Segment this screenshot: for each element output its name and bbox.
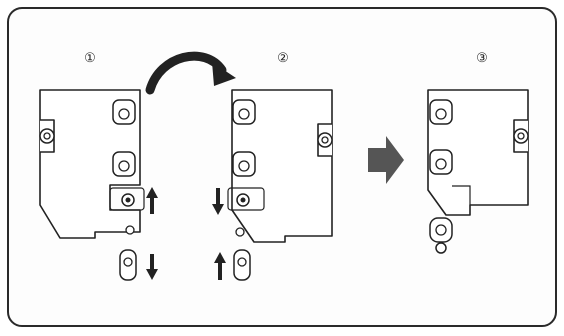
step-2-label: ②: [277, 51, 289, 66]
plate-step-1: [39, 89, 145, 281]
step-1-label: ①: [84, 51, 96, 66]
plate-step-2: [227, 89, 333, 281]
curved-arrow-icon: [145, 51, 236, 95]
arrow-down-icon: [146, 254, 158, 280]
arrow-down-icon: [212, 188, 224, 215]
step-3-label: ③: [476, 51, 488, 66]
arrow-up-icon: [146, 187, 158, 214]
arrow-up-icon: [214, 252, 226, 280]
right-arrow-icon: [368, 136, 404, 184]
plate-step-3: [427, 89, 529, 254]
